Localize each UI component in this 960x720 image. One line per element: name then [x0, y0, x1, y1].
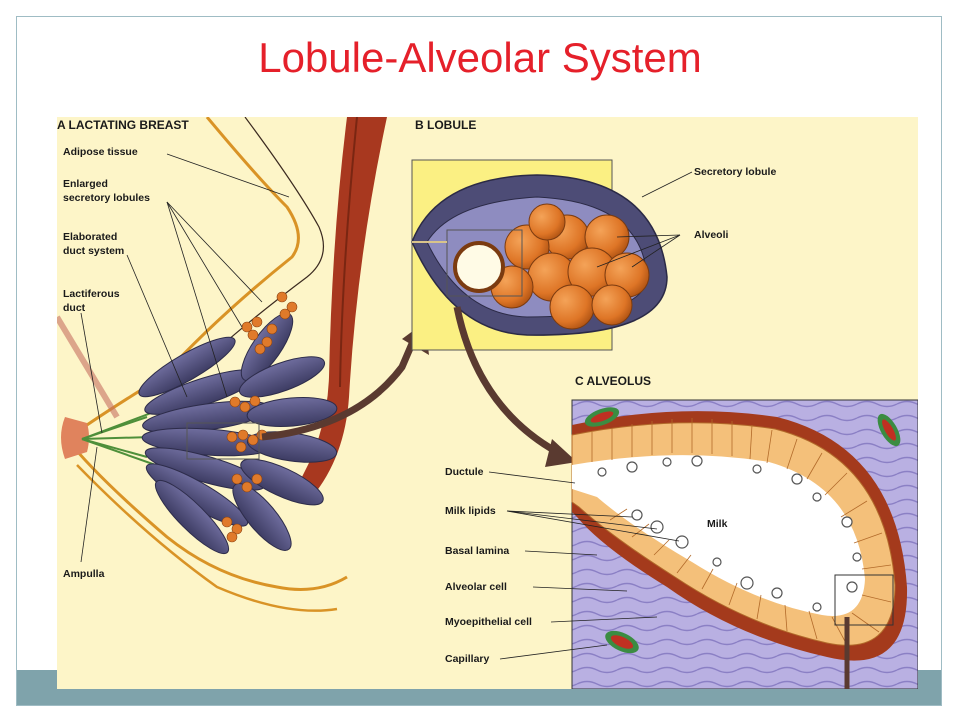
- label-enlarged-line2: secretory lobules: [63, 192, 150, 204]
- lobule-alveolar-diagram: A LACTATING BREAST Adipose tissue Enlarg…: [57, 117, 918, 689]
- panel-b-lobule: B LOBULE Secretory lobule Alveoli: [411, 118, 776, 351]
- slide-title: Lobule-Alveolar System: [258, 34, 702, 81]
- alveoli-clusters: [221, 291, 298, 543]
- milk-lumen: [572, 455, 865, 616]
- arrow-b-to-c: [453, 306, 559, 456]
- label-elaborated-line1: Elaborated: [63, 231, 117, 243]
- label-myoepithelial-cell: Myoepithelial cell: [445, 616, 532, 628]
- label-alveolar-cell: Alveolar cell: [445, 581, 507, 593]
- label-secretory-lobule: Secretory lobule: [694, 166, 776, 178]
- label-elaborated-line2: duct system: [63, 245, 124, 257]
- label-milk-lipids: Milk lipids: [445, 505, 496, 517]
- label-alveoli: Alveoli: [694, 229, 729, 241]
- panel-b-title: B LOBULE: [415, 118, 476, 132]
- label-lactiferous-line2: duct: [63, 302, 86, 314]
- pectoral-muscle: [295, 117, 387, 497]
- label-enlarged-line1: Enlarged: [63, 178, 108, 190]
- label-milk: Milk: [707, 518, 728, 530]
- label-basal-lamina: Basal lamina: [445, 545, 509, 557]
- panel-a-title: A LACTATING BREAST: [57, 118, 189, 132]
- panel-c-alveolus: C ALVEOLUS Ductule Milk lipids Basal lam…: [445, 374, 918, 689]
- panel-c-title: C ALVEOLUS: [575, 374, 651, 388]
- milk-lipids: [597, 455, 862, 612]
- panel-a-lactating-breast: A LACTATING BREAST Adipose tissue Enlarg…: [57, 117, 387, 612]
- label-ductule: Ductule: [445, 466, 484, 478]
- label-capillary: Capillary: [445, 653, 490, 665]
- nipple: [61, 417, 89, 459]
- label-lactiferous-line1: Lactiferous: [63, 288, 120, 300]
- capillaries: [584, 407, 901, 654]
- label-ampulla: Ampulla: [63, 568, 105, 580]
- label-adipose-tissue: Adipose tissue: [63, 146, 138, 158]
- arrow-a-to-b: [261, 330, 421, 441]
